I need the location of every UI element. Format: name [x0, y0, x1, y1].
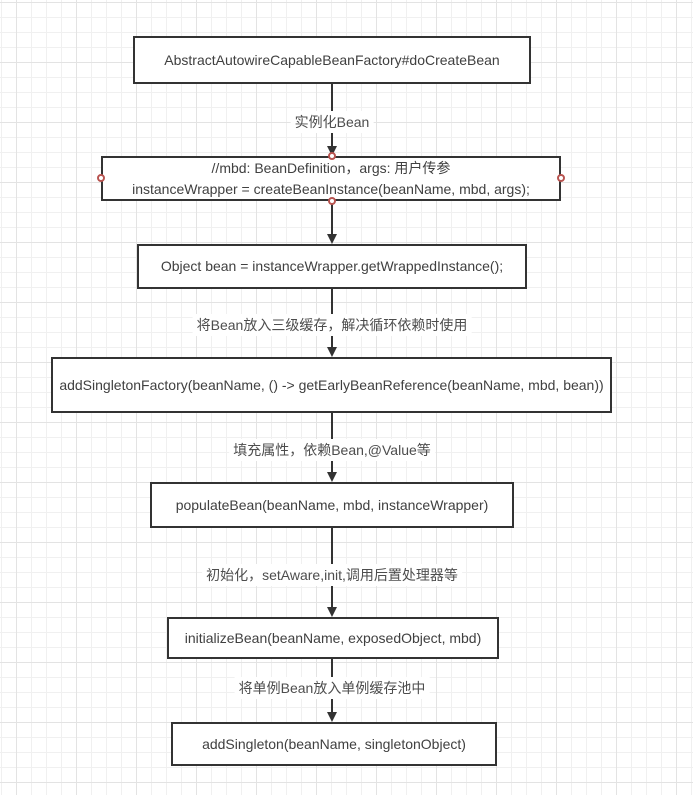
- connection-handle-bottom[interactable]: [328, 197, 336, 205]
- flow-node-addsingletonfactory[interactable]: addSingletonFactory(beanName, () -> getE…: [51, 357, 612, 413]
- edge-label-singleton-cache[interactable]: 将单例Bean放入单例缓存池中: [234, 677, 430, 699]
- edge-line: [331, 201, 333, 237]
- arrowhead-down-icon: [327, 146, 337, 156]
- arrowhead-down-icon: [327, 472, 337, 482]
- arrowhead-down-icon: [327, 712, 337, 722]
- edge-arrow-2[interactable]: [326, 201, 338, 244]
- flow-node-createbeaninstance[interactable]: //mbd: BeanDefinition，args: 用户传参 instanc…: [101, 156, 561, 201]
- flow-node-docreatebean[interactable]: AbstractAutowireCapableBeanFactory#doCre…: [133, 36, 531, 84]
- flow-node-initializebean[interactable]: initializeBean(beanName, exposedObject, …: [167, 617, 499, 659]
- arrowhead-down-icon: [327, 234, 337, 244]
- arrowhead-down-icon: [327, 607, 337, 617]
- flow-node-getwrappedinstance[interactable]: Object bean = instanceWrapper.getWrapped…: [137, 244, 527, 289]
- flow-node-populatebean[interactable]: populateBean(beanName, mbd, instanceWrap…: [150, 482, 514, 528]
- connection-handle-left[interactable]: [97, 174, 105, 182]
- arrowhead-down-icon: [327, 347, 337, 357]
- edge-label-third-level-cache[interactable]: 将Bean放入三级缓存，解决循环依赖时使用: [192, 314, 472, 336]
- edge-label-populate-properties[interactable]: 填充属性，依赖Bean,@Value等: [229, 439, 435, 461]
- edge-label-initialize[interactable]: 初始化，setAware,init,调用后置处理器等: [202, 564, 462, 586]
- edge-label-instantiate-bean[interactable]: 实例化Bean: [290, 111, 374, 133]
- connection-handle-right[interactable]: [557, 174, 565, 182]
- flow-node-addsingleton[interactable]: addSingleton(beanName, singletonObject): [171, 722, 497, 766]
- connection-handle-top[interactable]: [328, 152, 336, 160]
